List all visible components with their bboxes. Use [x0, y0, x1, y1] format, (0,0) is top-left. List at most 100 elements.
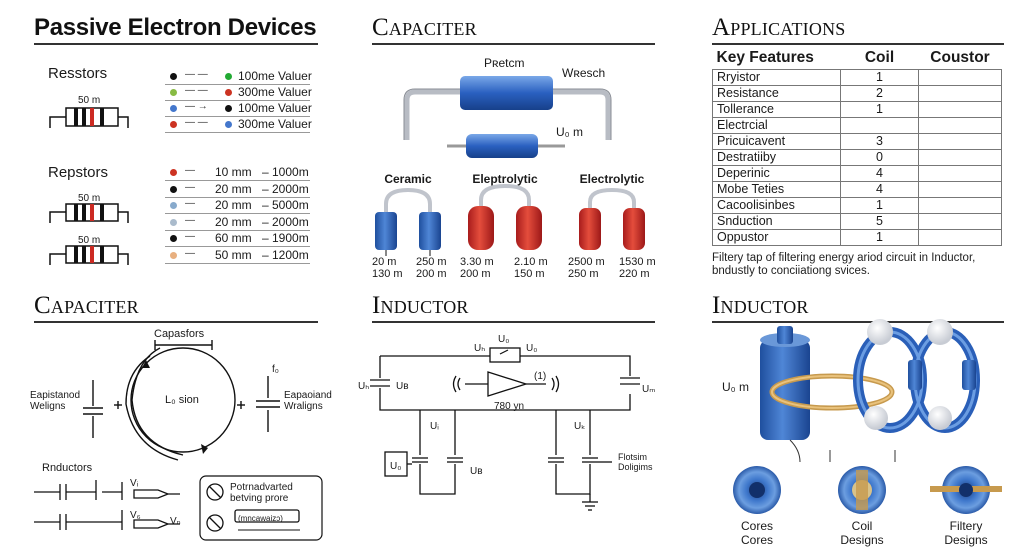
resistors-label: Resstors: [48, 65, 108, 82]
resistor-symbol: [49, 107, 129, 128]
title-underline: [712, 43, 1004, 45]
legend-divider: [165, 116, 310, 117]
color-dot: [225, 121, 232, 128]
range-dash: —: [185, 247, 195, 259]
color-dot: [170, 105, 177, 112]
title-underline: [34, 43, 318, 45]
capacitor-value: 200 m: [416, 268, 447, 280]
title-underline: [712, 321, 1004, 323]
capacitor-value: 200 m: [460, 268, 491, 280]
color-dot: [170, 89, 177, 96]
epapaciand-label: Eapaoiand Wraligns: [284, 390, 332, 412]
legend-text: 100me Valuer: [238, 69, 312, 83]
table-cell: Mobe Teties: [712, 181, 841, 198]
column-header: Key Features: [716, 49, 814, 66]
range-divider: [165, 246, 310, 247]
legend-divider: [165, 84, 310, 85]
range-max: – 5000m: [262, 198, 309, 212]
color-dot: [170, 121, 177, 128]
range-divider: [165, 180, 310, 181]
range-max: – 2000m: [262, 181, 309, 196]
repstors-label: Repstors: [48, 164, 109, 181]
capacitor-value: 2.10 m: [514, 256, 548, 268]
range-max: – 1900m: [262, 231, 309, 245]
capacitor-wire: [404, 89, 611, 140]
inductor-ud-label: U₀ m: [722, 380, 749, 394]
table-header-row: Key Features Coil Coustor: [713, 47, 1002, 70]
column-header: Coustor: [930, 49, 990, 66]
fo-label: f₀: [272, 364, 279, 375]
resistor-value: 50 m: [78, 193, 101, 204]
range-dash: —: [185, 214, 195, 226]
capacitor-ud-label: U₀ m: [556, 125, 583, 139]
capacitor-body-small: [466, 134, 538, 158]
range-max: – 1200m: [262, 247, 309, 262]
inductor-caption: Designs: [944, 533, 988, 547]
color-dot: [170, 73, 177, 80]
applications-title: Applications: [712, 14, 846, 41]
uh-label: Uₕ: [474, 343, 486, 354]
inductor-mid-title: Inductor: [372, 292, 469, 319]
range-max: – 2000m: [262, 214, 309, 229]
capacitor-body: [460, 76, 553, 110]
plus-icon: [114, 401, 245, 409]
range-min: 10 mm: [215, 165, 252, 179]
capacitor-value: 130 m: [372, 268, 403, 280]
coil-value: 780 yn: [494, 401, 525, 412]
color-dot: [225, 89, 232, 96]
color-dot: [170, 169, 177, 176]
color-dot: [170, 251, 177, 259]
resistor-bands: [74, 108, 104, 126]
core-icons: [733, 466, 1002, 514]
inductor-caption: Filtery: [949, 519, 983, 533]
capacitor-type-name: Electrolytic: [579, 172, 645, 186]
callout-text: betving prore: [230, 493, 289, 504]
range-min: 60 mm: [215, 231, 252, 245]
capacitor-value: 150 m: [514, 268, 545, 280]
range-divider: [165, 196, 310, 198]
range-divider: [165, 213, 310, 214]
capacitor-bottom-title: Capaciter: [34, 292, 139, 319]
capacitor-value: 250 m: [416, 256, 447, 268]
applications-note: Filtery tap of filtering energy ariod ci…: [712, 252, 976, 277]
ui-label: Uᵢ: [430, 421, 439, 432]
page-title: Passive Electron Devices: [34, 14, 317, 41]
legend-dash: — —: [185, 69, 208, 80]
capacitor-value: 250 m: [568, 268, 599, 280]
color-dot: [225, 73, 232, 80]
range-min: 20 mm: [215, 181, 252, 196]
title-underline: [372, 43, 655, 45]
callout-text: Potrnadvarted: [230, 482, 293, 493]
electrolytic-capacitor-a: [468, 183, 542, 250]
lesion-label: L₀ sion: [165, 394, 199, 406]
range-divider: [165, 229, 310, 231]
range-min: 20 mm: [215, 214, 252, 229]
uh-left-label: Uₕ: [358, 381, 370, 392]
color-dot: [170, 202, 177, 209]
legend-divider: [165, 100, 310, 101]
capacitor-value: 3.30 m: [460, 256, 494, 268]
title-underline: [372, 321, 655, 323]
resistor-symbol: [49, 203, 129, 223]
um-label: Uₘ: [642, 384, 656, 395]
uk-label: Uₖ: [574, 421, 586, 432]
range-max: – 1000m: [262, 165, 309, 179]
inductor-circuit: [370, 347, 640, 511]
capacitor-top-label: Pʀetcm: [484, 56, 525, 70]
inductor-caption: Designs: [840, 533, 884, 547]
color-dot: [170, 235, 177, 242]
range-divider: [165, 262, 310, 264]
capasfors-label: Capasfors: [154, 328, 205, 340]
capacitor-value: 20 m: [372, 256, 397, 268]
range-dash: —: [185, 181, 195, 193]
ud-box-label: U₀: [390, 461, 402, 472]
